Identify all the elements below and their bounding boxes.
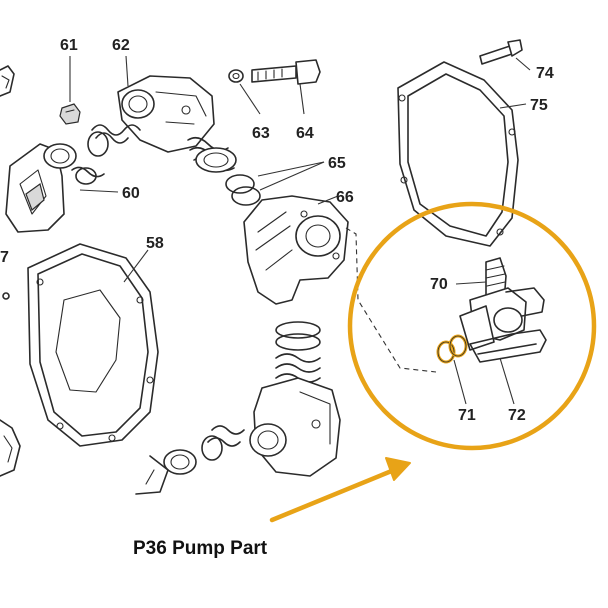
part-72-retaining-clip bbox=[469, 287, 547, 405]
label-63: 63 bbox=[252, 125, 270, 142]
lower-housing-assembly bbox=[135, 321, 341, 495]
left-edge-fragment-top bbox=[0, 65, 15, 97]
part-74-bolt bbox=[479, 39, 531, 71]
part-66-manifold bbox=[243, 195, 437, 373]
label-70: 70 bbox=[430, 276, 448, 293]
part-58-large-gasket bbox=[27, 243, 159, 447]
part-63-washer bbox=[228, 69, 261, 115]
label-65: 65 bbox=[328, 155, 346, 172]
left-edge-fragment-bottom bbox=[0, 292, 21, 477]
label-72: 72 bbox=[508, 407, 526, 424]
part-60-elbow-fitting bbox=[5, 143, 119, 233]
label-61: 61 bbox=[60, 37, 78, 54]
highlight-ring bbox=[347, 201, 597, 451]
diagram-caption: P36 Pump Part bbox=[133, 538, 268, 559]
part-65-o-rings bbox=[225, 161, 325, 206]
label-62: 62 bbox=[112, 37, 130, 54]
part-64-bolt bbox=[251, 59, 321, 115]
part-75-cover-gasket bbox=[397, 61, 527, 247]
label-75: 75 bbox=[530, 97, 548, 114]
label-66: 66 bbox=[336, 189, 354, 206]
part-70-valve bbox=[455, 257, 527, 351]
label-7-partial: 7 bbox=[0, 249, 9, 266]
part-61-nut bbox=[59, 56, 81, 125]
label-64: 64 bbox=[296, 125, 314, 142]
label-74: 74 bbox=[536, 65, 554, 82]
pointer-arrow bbox=[269, 457, 411, 523]
label-71: 71 bbox=[458, 407, 476, 424]
label-58: 58 bbox=[146, 235, 164, 252]
part-62-upper-housing bbox=[87, 55, 237, 173]
part-71-o-rings bbox=[436, 334, 468, 405]
label-60: 60 bbox=[122, 185, 140, 202]
